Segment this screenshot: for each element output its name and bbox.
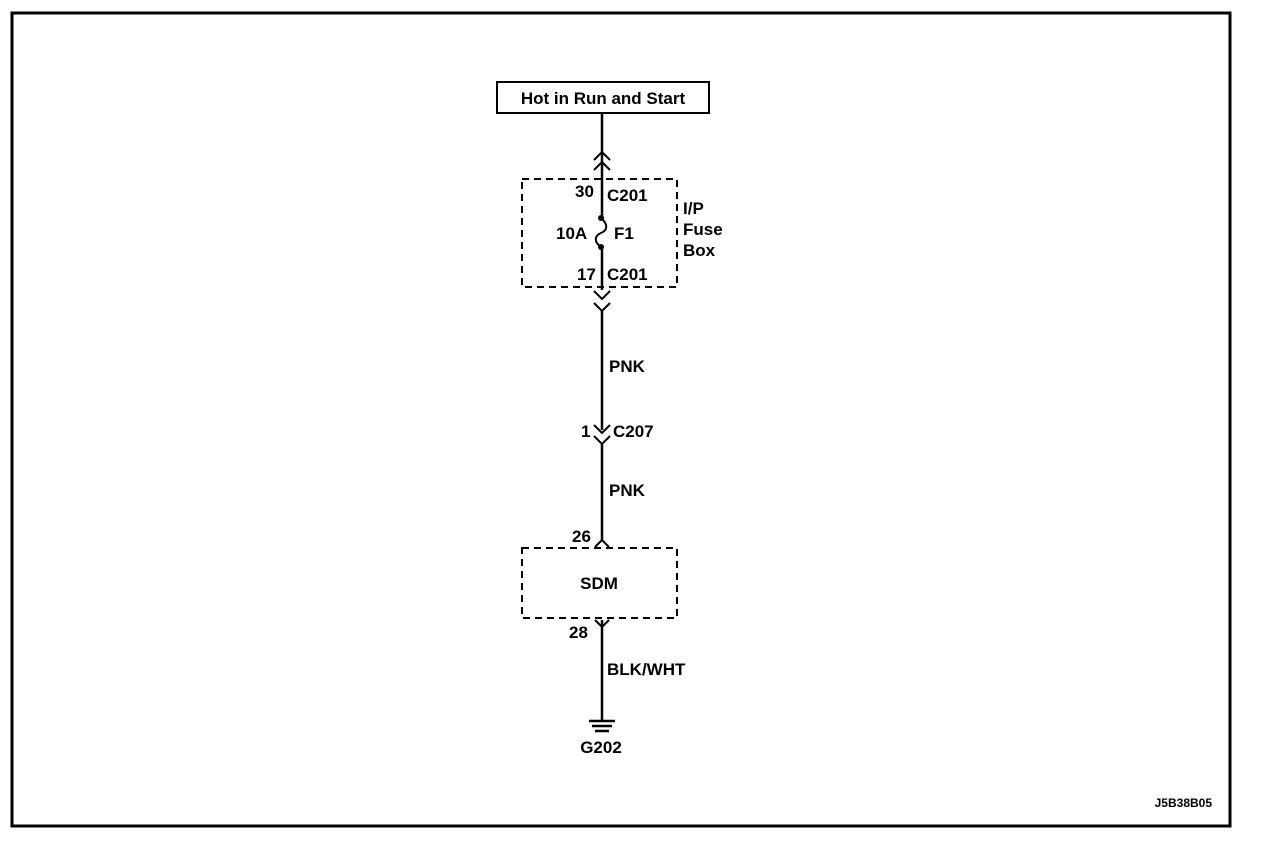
wire-1-color: PNK bbox=[609, 357, 646, 376]
ground-id: G202 bbox=[580, 738, 622, 757]
fuse-id: F1 bbox=[614, 224, 634, 243]
connector-c207-id: C207 bbox=[613, 422, 654, 441]
fuse-box-enclosure bbox=[521, 178, 678, 288]
fuse-bottom-connector: C201 bbox=[607, 265, 648, 284]
fuse-bottom-pin: 17 bbox=[577, 265, 596, 284]
fuse-box-name-line-1: I/P bbox=[683, 199, 704, 218]
wire-3-color: BLK/WHT bbox=[607, 660, 686, 679]
fuse-rating: 10A bbox=[556, 224, 587, 243]
wire-2-color: PNK bbox=[609, 481, 646, 500]
module-enclosure bbox=[521, 547, 678, 619]
fuse-symbol bbox=[594, 217, 608, 248]
connector-c201-bottom-symbol bbox=[593, 290, 611, 313]
power-source-label: Hot in Run and Start bbox=[521, 89, 686, 108]
fuse-top-pin: 30 bbox=[575, 182, 594, 201]
fuse-box-name-line-3: Box bbox=[683, 241, 716, 260]
diagram-border bbox=[10, 11, 1232, 828]
module-input-pin: 26 bbox=[572, 527, 591, 546]
power-source-box: Hot in Run and Start bbox=[496, 81, 710, 114]
ground-icon bbox=[589, 719, 615, 733]
fuse-top-connector: C201 bbox=[607, 186, 648, 205]
connector-c207-pin: 1 bbox=[581, 422, 590, 441]
module-input-terminal bbox=[594, 538, 610, 548]
connector-c201-top-symbol bbox=[593, 150, 611, 171]
figure-id: J5B38B05 bbox=[1155, 796, 1213, 810]
module-output-pin: 28 bbox=[569, 623, 588, 642]
fuse-box-name-line-2: Fuse bbox=[683, 220, 723, 239]
module-name: SDM bbox=[580, 574, 618, 593]
